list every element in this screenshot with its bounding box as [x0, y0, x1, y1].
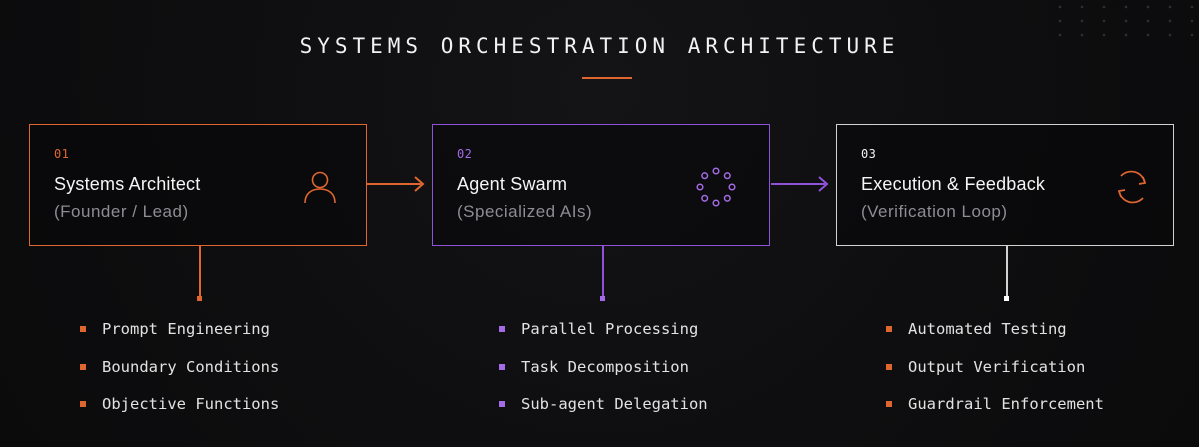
list-item-label: Output Verification	[908, 357, 1086, 376]
list-item: Task Decomposition	[499, 356, 708, 394]
bullet-square-icon	[499, 401, 505, 407]
flow-arrow-1-to-2	[367, 176, 425, 192]
connector-line-1	[199, 246, 201, 297]
step-subtitle: (Verification Loop)	[861, 202, 1008, 221]
bullet-list-agent-swarm: Parallel Processing Task Decomposition S…	[499, 318, 708, 431]
step-card-agent-swarm: 02 Agent Swarm (Specialized AIs)	[432, 124, 770, 246]
flow-arrow-2-to-3	[771, 176, 829, 192]
step-title: Execution & Feedback	[861, 174, 1046, 194]
step-title: Agent Swarm	[457, 174, 568, 194]
bullet-list-execution-feedback: Automated Testing Output Verification Gu…	[886, 318, 1104, 431]
list-item-label: Prompt Engineering	[102, 320, 270, 338]
bullet-square-icon	[499, 326, 505, 332]
list-item: Boundary Conditions	[80, 356, 279, 394]
connector-endpoint-1	[197, 296, 202, 301]
list-item: Output Verification	[886, 356, 1104, 394]
list-item: Automated Testing	[886, 318, 1104, 356]
list-item-label: Objective Functions	[102, 395, 280, 413]
list-item: Parallel Processing	[499, 318, 708, 356]
bullet-square-icon	[499, 363, 505, 370]
connector-line-2	[602, 246, 604, 297]
connector-endpoint-2	[600, 296, 605, 301]
list-item-label: Task Decomposition	[521, 357, 689, 376]
bullet-square-icon	[886, 326, 892, 332]
refresh-cycle-icon	[1117, 170, 1147, 204]
bullet-square-icon	[80, 363, 86, 370]
list-item: Prompt Engineering	[80, 318, 279, 356]
step-subtitle: (Founder / Lead)	[54, 202, 189, 221]
step-card-execution-feedback: 03 Execution & Feedback (Verification Lo…	[836, 124, 1174, 246]
user-icon	[304, 171, 336, 204]
step-subtitle: (Specialized AIs)	[457, 202, 593, 221]
list-item-label: Guardrail Enforcement	[908, 395, 1104, 413]
bullet-square-icon	[80, 326, 86, 332]
bullet-list-systems-architect: Prompt Engineering Boundary Conditions O…	[80, 318, 279, 431]
list-item-label: Automated Testing	[908, 320, 1067, 338]
bullet-square-icon	[886, 401, 892, 407]
bullet-square-icon	[886, 363, 892, 370]
list-item: Objective Functions	[80, 393, 279, 431]
list-item-label: Sub-agent Delegation	[521, 395, 708, 413]
title-underline	[582, 77, 632, 79]
diagram-title: SYSTEMS ORCHESTRATION ARCHITECTURE	[299, 34, 900, 58]
list-item-label: Parallel Processing	[521, 320, 699, 338]
step-title: Systems Architect	[54, 174, 201, 194]
list-item: Guardrail Enforcement	[886, 393, 1104, 431]
dot-ring-icon	[696, 167, 736, 207]
connector-endpoint-3	[1004, 296, 1009, 301]
step-card-systems-architect: 01 Systems Architect (Founder / Lead)	[29, 124, 367, 246]
connector-line-3	[1006, 246, 1008, 297]
list-item: Sub-agent Delegation	[499, 393, 708, 431]
step-number: 02	[457, 147, 473, 161]
bullet-square-icon	[80, 401, 86, 407]
list-item-label: Boundary Conditions	[102, 357, 280, 376]
decorative-dot-grid	[1049, 0, 1199, 42]
step-number: 01	[54, 147, 70, 161]
step-number: 03	[861, 147, 877, 161]
